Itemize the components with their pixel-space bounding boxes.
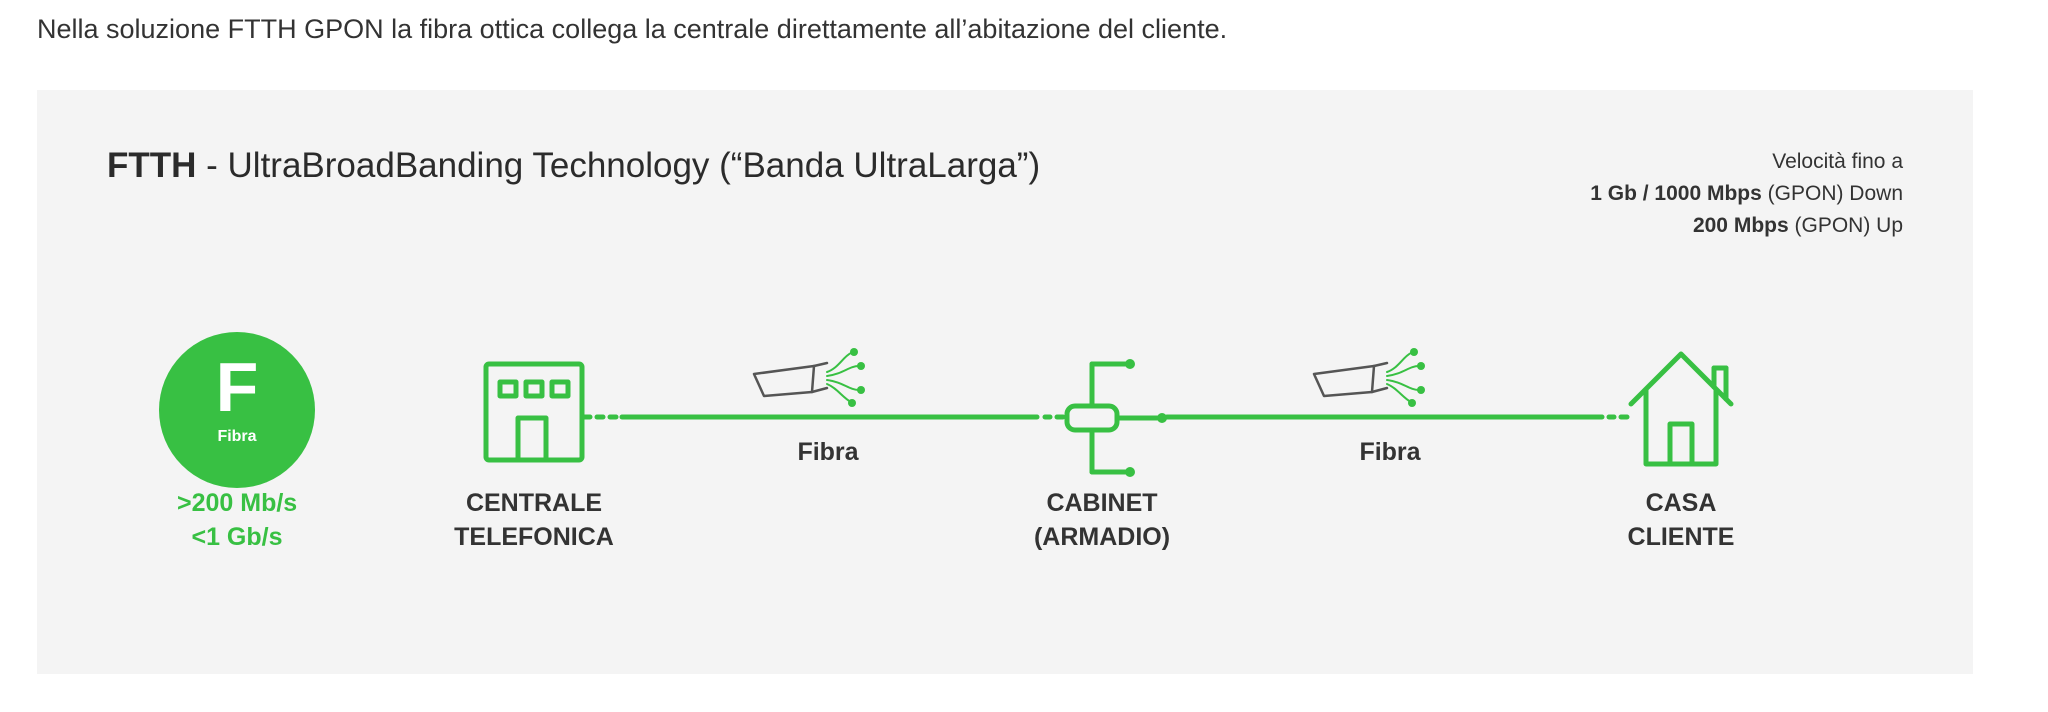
node-cabinet-line2: (ARMADIO) (1033, 523, 1171, 551)
fibra-badge: F Fibra (159, 332, 315, 488)
node-centrale-line2: TELEFONICA (454, 523, 614, 551)
node-cabinet-line1: CABINET (1046, 489, 1158, 517)
badge-range-line2: <1 Gb/s (191, 523, 283, 551)
node-centrale-label: CENTRALE TELEFONICA (444, 486, 624, 554)
title-rest: - UltraBroadBanding Technology (“Banda U… (196, 146, 1041, 185)
node-centrale-line1: CENTRALE (465, 489, 603, 517)
speed-up-value: 200 Mbps (1692, 214, 1789, 237)
node-casa-label: CASA CLIENTE (1621, 486, 1741, 554)
ftth-diagram-panel: FTTH - UltraBroadBanding Technology (“Ba… (37, 90, 1973, 674)
diagram-title: FTTH - UltraBroadBanding Technology (“Ba… (107, 146, 1040, 186)
speed-down-value: 1 Gb / 1000 Mbps (1590, 182, 1762, 205)
badge-range-line1: >200 Mb/s (177, 489, 298, 517)
fibra-label-right: Fibra (1359, 438, 1421, 466)
fiber-cable-icon (1312, 361, 1389, 398)
house-icon (1628, 351, 1734, 467)
building-icon (483, 361, 585, 463)
speed-down: 1 Gb / 1000 Mbps (GPON) Down (1590, 178, 1903, 210)
intro-text: Nella soluzione FTTH GPON la fibra ottic… (37, 14, 1228, 44)
fiber-cable-icon (752, 361, 829, 398)
fibra-label-left: Fibra (797, 438, 859, 466)
speed-down-label: (GPON) Down (1761, 182, 1903, 205)
fiber-strands-icon (1386, 351, 1420, 403)
cabinet-splitter-icon (1064, 361, 1162, 475)
speed-line1: Velocità fino a (1772, 150, 1903, 173)
speed-info: Velocità fino a 1 Gb / 1000 Mbps (GPON) … (1590, 146, 1903, 242)
node-cabinet-label: CABINET (ARMADIO) (1012, 486, 1192, 554)
diagram-graphics (483, 348, 1734, 477)
badge-range: >200 Mb/s <1 Gb/s (177, 486, 297, 554)
speed-up-label: (GPON) Up (1788, 214, 1903, 237)
badge-sub: Fibra (217, 428, 257, 445)
node-casa-line1: CASA (1645, 489, 1717, 517)
badge-letter: F (215, 348, 259, 426)
title-ftth: FTTH (107, 146, 197, 185)
fiber-strands-icon (826, 351, 860, 403)
node-casa-line2: CLIENTE (1627, 523, 1735, 551)
speed-up: 200 Mbps (GPON) Up (1590, 210, 1903, 242)
